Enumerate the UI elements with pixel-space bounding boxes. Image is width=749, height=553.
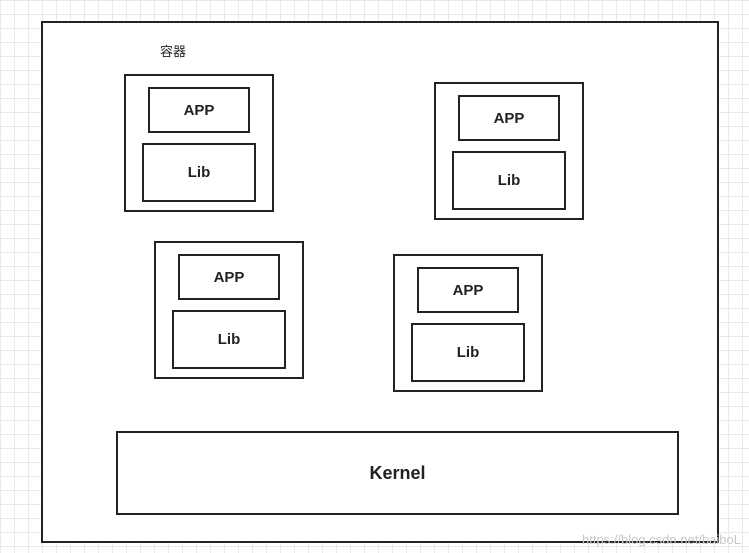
app-box-4: APP: [417, 267, 519, 313]
lib-box-4: Lib: [411, 323, 525, 382]
app-box-3: APP: [178, 254, 280, 300]
kernel-box: Kernel: [116, 431, 679, 515]
lib-box-3: Lib: [172, 310, 286, 369]
container-label: 容器: [160, 44, 187, 59]
app-box-1: APP: [148, 87, 250, 133]
lib-box-1: Lib: [142, 143, 256, 202]
app-box-2: APP: [458, 95, 560, 141]
watermark: https://blog.csdn.net/baiboL: [581, 532, 741, 547]
lib-box-2: Lib: [452, 151, 566, 210]
